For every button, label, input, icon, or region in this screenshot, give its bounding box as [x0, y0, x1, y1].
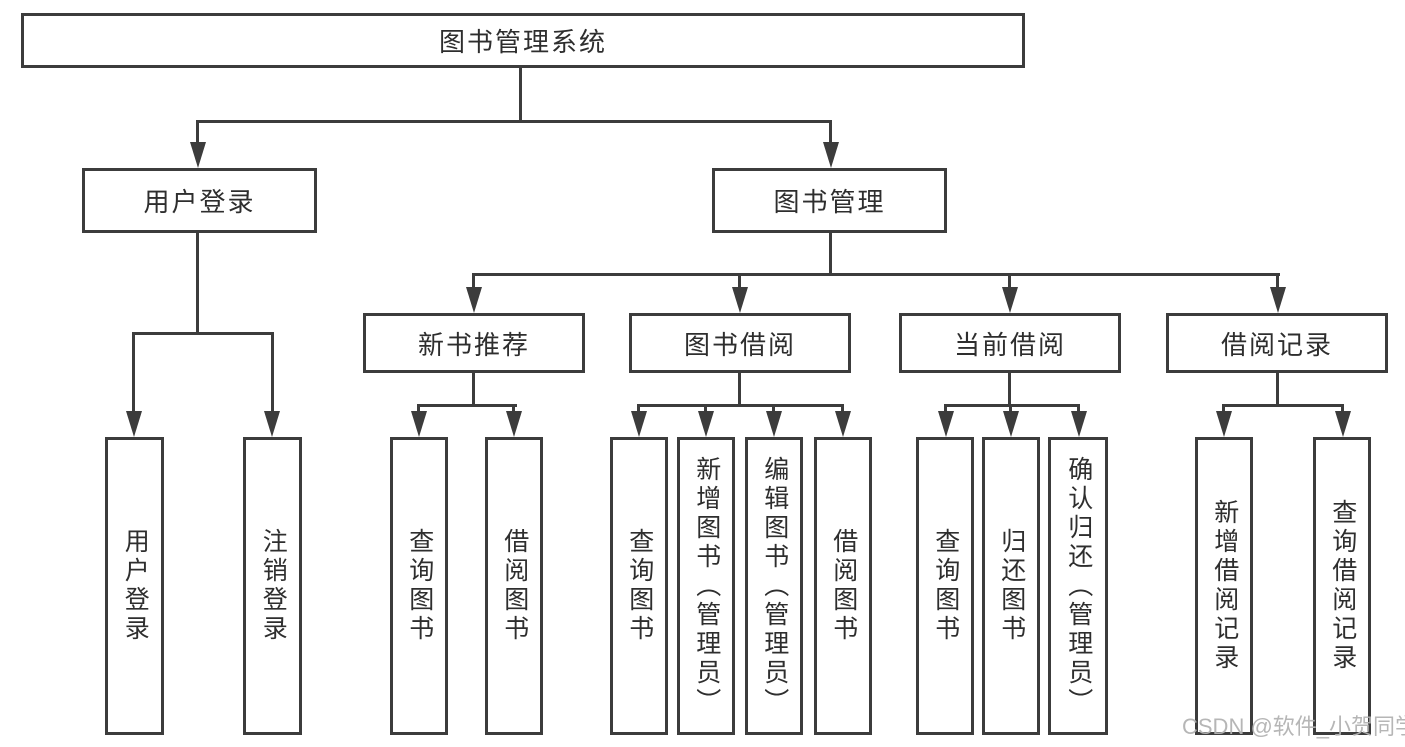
connector-line — [417, 406, 420, 414]
leaf-return-books: 归还图书 — [982, 437, 1040, 735]
connector-line — [829, 122, 832, 145]
node-label: 当前借阅 — [953, 329, 1066, 360]
arrowhead-down-icon — [766, 411, 782, 437]
arrowhead-down-icon — [1216, 411, 1232, 437]
node-label: 新书推荐 — [417, 329, 530, 360]
arrowhead-down-icon — [1270, 287, 1286, 313]
leaf-label: 确认归还（管理员） — [1064, 455, 1093, 717]
connector-line — [1008, 373, 1011, 407]
leaf-label: 查询借阅记录 — [1328, 499, 1357, 673]
leaf-label: 查询图书 — [931, 528, 960, 644]
connector-line — [944, 404, 1080, 407]
arrowhead-down-icon — [835, 411, 851, 437]
connector-line — [196, 120, 832, 123]
leaf-user-login: 用户登录 — [105, 437, 164, 735]
connector-line — [417, 404, 517, 407]
leaf-query-books-recommend: 查询图书 — [390, 437, 448, 735]
node-library-management-system: 图书管理系统 — [21, 13, 1025, 68]
leaf-label: 新增借阅记录 — [1210, 499, 1239, 673]
leaf-label: 编辑图书（管理员） — [760, 455, 789, 717]
connector-line — [1222, 404, 1344, 407]
arrowhead-down-icon — [732, 287, 748, 313]
connector-line — [1276, 373, 1279, 407]
arrowhead-down-icon — [264, 411, 280, 437]
leaf-confirm-return-admin: 确认归还（管理员） — [1048, 437, 1108, 735]
arrowhead-down-icon — [1002, 287, 1018, 313]
node-label: 用户登录 — [143, 187, 256, 217]
arrowhead-down-icon — [411, 411, 427, 437]
connector-line — [841, 406, 844, 414]
leaf-edit-books-admin: 编辑图书（管理员） — [745, 437, 803, 735]
node-borrowing-records: 借阅记录 — [1166, 313, 1388, 373]
connector-line — [1222, 406, 1225, 414]
connector-line — [704, 406, 707, 414]
leaf-label: 查询图书 — [405, 528, 434, 644]
arrowhead-down-icon — [1335, 411, 1351, 437]
connector-line — [512, 406, 515, 414]
connector-line — [944, 406, 947, 414]
connector-line — [472, 275, 475, 288]
connector-line — [519, 68, 522, 122]
node-new-book-recommendation: 新书推荐 — [363, 313, 585, 373]
arrowhead-down-icon — [1071, 411, 1087, 437]
arrowhead-down-icon — [631, 411, 647, 437]
connector-line — [738, 275, 741, 288]
leaf-query-borrow-record: 查询借阅记录 — [1313, 437, 1371, 735]
leaf-label: 归还图书 — [997, 528, 1026, 644]
connector-line — [196, 122, 199, 145]
leaf-query-books-current: 查询图书 — [916, 437, 974, 735]
leaf-query-books-borrowing: 查询图书 — [610, 437, 668, 735]
connector-line — [132, 332, 274, 335]
connector-line — [132, 334, 135, 412]
connector-line — [1008, 275, 1011, 288]
arrowhead-down-icon — [506, 411, 522, 437]
arrowhead-down-icon — [823, 142, 839, 168]
node-label: 借阅记录 — [1220, 329, 1333, 360]
connector-line — [271, 334, 274, 412]
arrowhead-down-icon — [126, 411, 142, 437]
node-book-borrowing: 图书借阅 — [629, 313, 851, 373]
leaf-borrow-books: 借阅图书 — [814, 437, 872, 735]
leaf-label: 注销登录 — [259, 528, 288, 644]
leaf-label: 用户登录 — [121, 528, 150, 644]
leaf-logout: 注销登录 — [243, 437, 302, 735]
node-label: 图书借阅 — [683, 329, 796, 360]
connector-line — [738, 373, 741, 407]
connector-line — [196, 233, 199, 335]
connector-line — [1341, 406, 1344, 414]
connector-line — [472, 273, 1280, 276]
arrowhead-down-icon — [938, 411, 954, 437]
connector-line — [472, 373, 475, 407]
leaf-borrow-books-recommend: 借阅图书 — [485, 437, 543, 735]
arrowhead-down-icon — [698, 411, 714, 437]
leaf-add-borrow-record: 新增借阅记录 — [1195, 437, 1253, 735]
connector-line — [829, 233, 832, 276]
leaf-add-books-admin: 新增图书（管理员） — [677, 437, 735, 735]
leaf-label: 借阅图书 — [500, 528, 529, 644]
leaf-label: 借阅图书 — [829, 528, 858, 644]
connector-line — [1276, 275, 1279, 288]
connector-line — [772, 406, 775, 414]
node-label: 图书管理 — [773, 187, 886, 217]
connector-line — [637, 406, 640, 414]
node-book-management: 图书管理 — [712, 168, 947, 233]
leaf-label: 查询图书 — [625, 528, 654, 644]
node-label: 图书管理系统 — [438, 27, 607, 57]
csdn-watermark: CSDN @软件_小贺同学 — [1182, 714, 1405, 739]
arrowhead-down-icon — [190, 142, 206, 168]
node-user-login: 用户登录 — [82, 168, 317, 233]
connector-line — [1077, 406, 1080, 414]
node-current-borrowing: 当前借阅 — [899, 313, 1121, 373]
leaf-label: 新增图书（管理员） — [692, 455, 721, 717]
arrowhead-down-icon — [1003, 411, 1019, 437]
connector-line — [637, 404, 844, 407]
connector-line — [1009, 406, 1012, 414]
arrowhead-down-icon — [466, 287, 482, 313]
